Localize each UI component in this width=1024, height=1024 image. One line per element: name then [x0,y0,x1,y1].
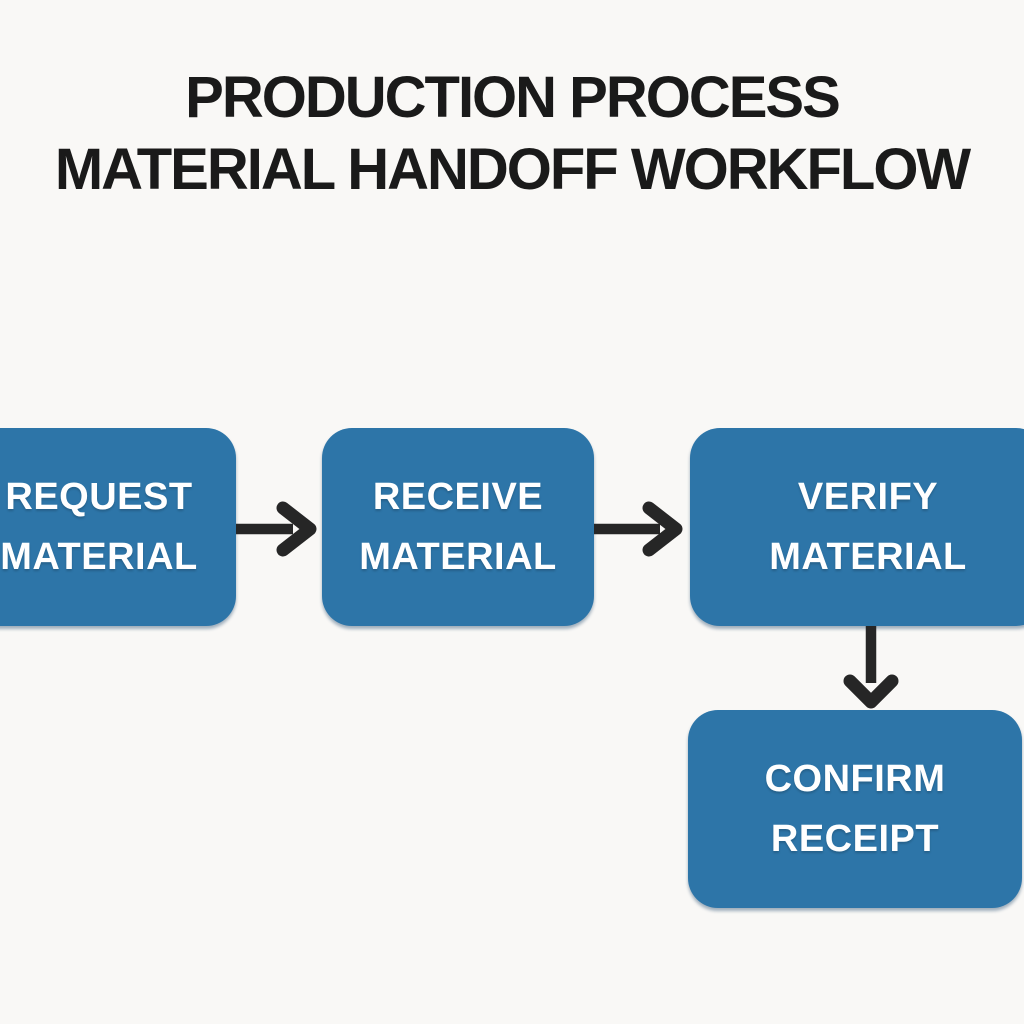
node-request-material-label: REQUEST MATERIAL [0,467,198,587]
node-request-material-line2: MATERIAL [0,536,198,578]
node-verify-material-label: VERIFY MATERIAL [769,467,967,587]
node-receive-material-label: RECEIVE MATERIAL [359,467,557,587]
node-confirm-receipt-line1: CONFIRM [764,758,946,800]
arrow-verify-to-confirm [843,626,899,709]
node-receive-material-line1: RECEIVE [372,476,544,518]
node-confirm-receipt: CONFIRM RECEIPT [688,710,1022,908]
node-verify-material: VERIFY MATERIAL [690,428,1024,626]
arrow-receive-to-verify [594,501,683,557]
node-confirm-receipt-label: CONFIRM RECEIPT [765,749,946,869]
node-verify-material-line2: MATERIAL [769,536,967,578]
node-receive-material: RECEIVE MATERIAL [322,428,594,626]
arrow-request-to-receive [236,501,317,557]
node-confirm-receipt-line2: RECEIPT [770,818,940,860]
diagram-title-line2: MATERIAL HANDOFF WORKFLOW [54,137,971,202]
node-verify-material-line1: VERIFY [797,476,939,518]
node-request-material: REQUEST MATERIAL [0,428,236,626]
diagram-title-line1: PRODUCTION PROCESS [185,65,841,130]
node-receive-material-line2: MATERIAL [359,536,557,578]
diagram-title: PRODUCTION PROCESS MATERIAL HANDOFF WORK… [0,62,1024,206]
node-request-material-line1: REQUEST [5,476,193,518]
